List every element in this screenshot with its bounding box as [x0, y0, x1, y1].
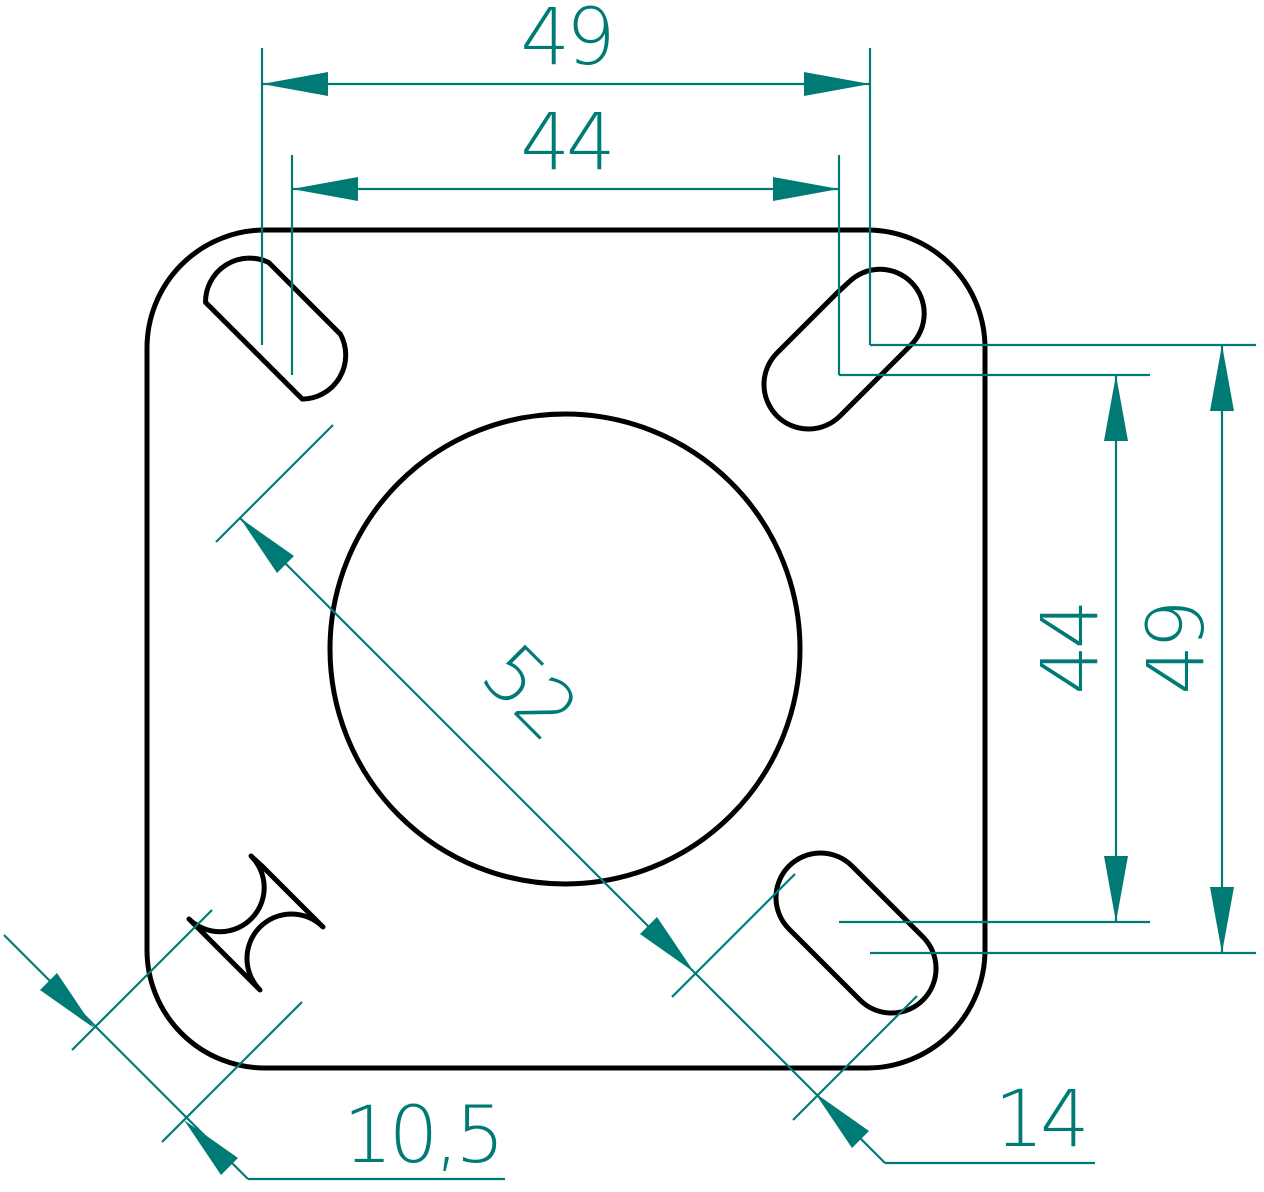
center-bore-outline	[327, 411, 803, 887]
dimension-right-outer: 49	[870, 343, 1256, 955]
dimension-diagonal: 52	[215, 424, 1095, 1165]
arrow-head	[1210, 345, 1234, 411]
slot-top-right	[761, 266, 927, 432]
dimension-label-slot-width: 10,5	[343, 1091, 501, 1181]
arrow-head	[184, 1120, 238, 1175]
dimension-label-right-outer: 49	[1132, 603, 1222, 694]
dimension-slot-length: 14	[792, 995, 1090, 1165]
arrow-head	[240, 518, 294, 573]
slot-bottom-right	[773, 850, 939, 1016]
dimension-right-inner: 44	[839, 373, 1150, 924]
dimension-top-inner: 44	[290, 98, 841, 375]
arrow-head	[1210, 887, 1234, 953]
arrow-head	[640, 917, 694, 972]
dimension-label-top-inner: 44	[520, 98, 611, 188]
dimension-label-right-inner: 44	[1026, 603, 1116, 694]
slot-bottom-left	[186, 853, 326, 993]
dimension-label-slot-length: 14	[994, 1075, 1085, 1165]
dimension-slot-width: 10,5	[3, 909, 505, 1181]
arrow-head	[40, 973, 94, 1028]
arrow-head	[292, 177, 358, 201]
dimension-label-diagonal: 52	[464, 628, 592, 756]
dimension-top-outer: 49	[260, 0, 872, 345]
arrow-head	[1104, 375, 1128, 441]
arrow-head	[804, 72, 870, 96]
slot-top-left	[202, 255, 349, 402]
part-outline	[144, 227, 988, 1071]
flange-plate-outline	[144, 227, 988, 1071]
arrow-head	[773, 177, 839, 201]
arrow-head	[262, 72, 328, 96]
arrow-head	[815, 1093, 869, 1148]
dimension-label-top-outer: 49	[520, 0, 611, 83]
arrow-head	[1104, 856, 1128, 922]
